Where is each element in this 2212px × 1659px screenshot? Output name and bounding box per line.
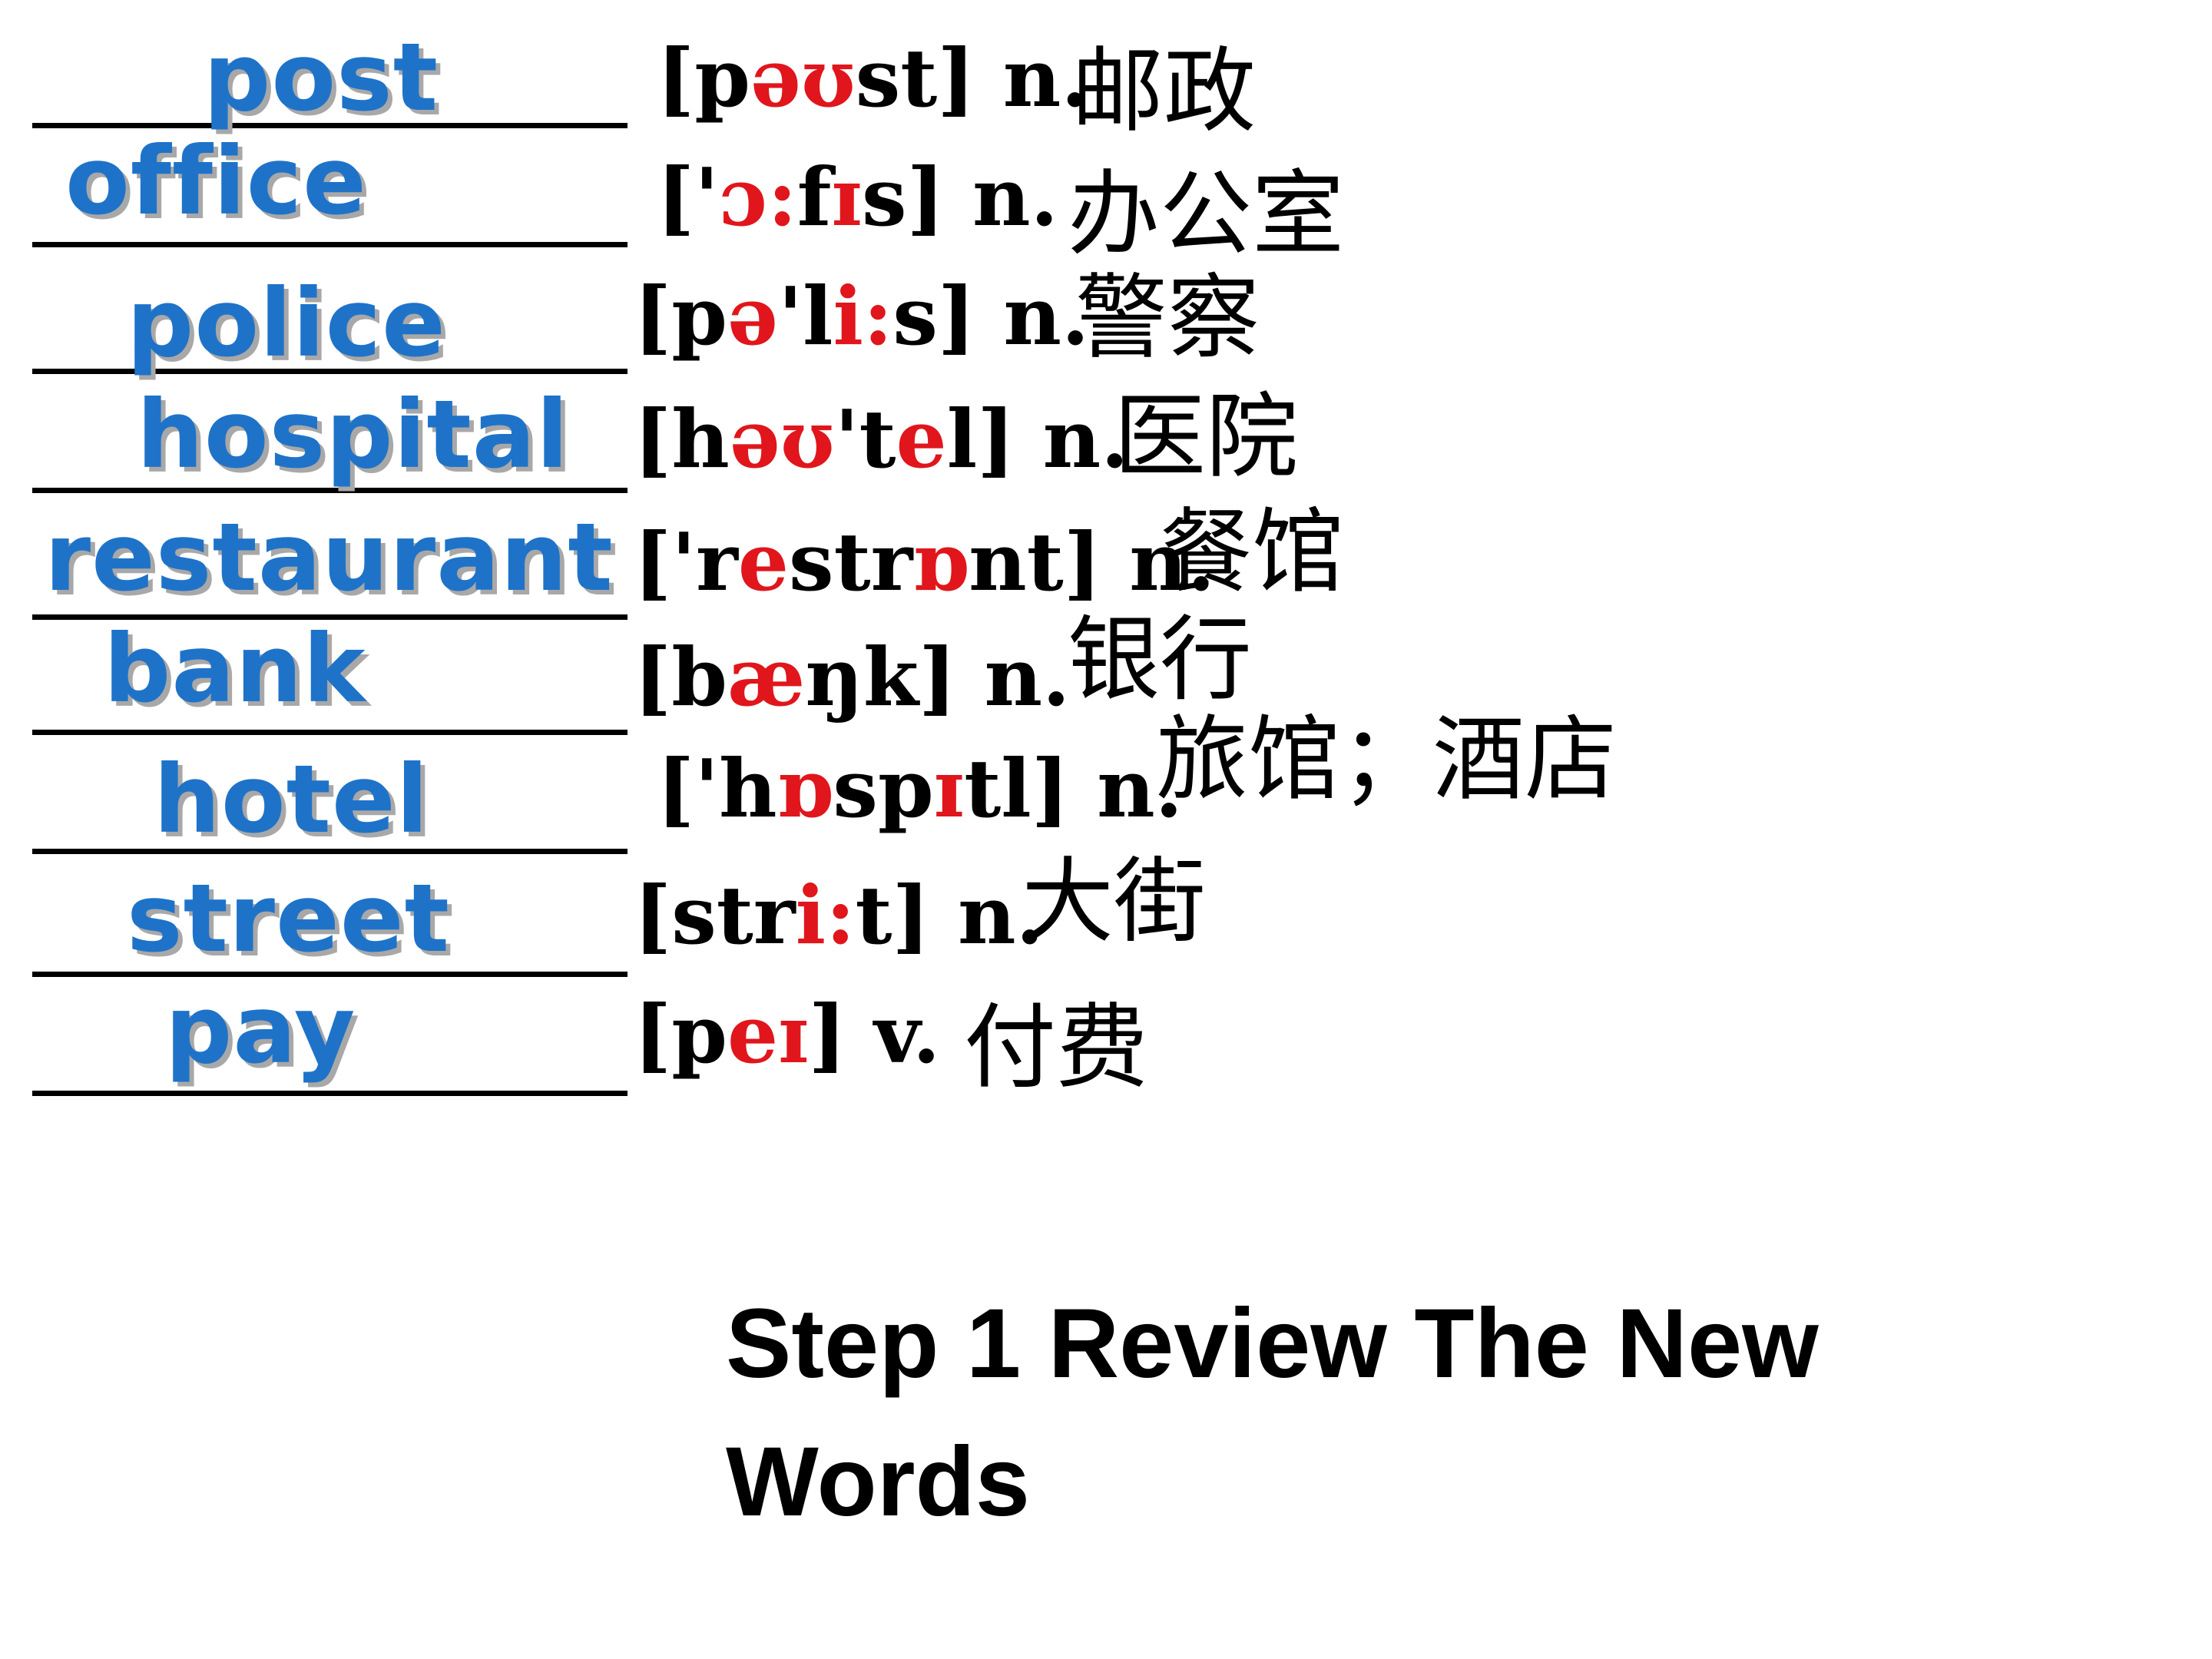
phonetic-segment: 't [834, 392, 896, 486]
phonetic-segment: str [789, 515, 913, 609]
chinese-meaning: 办公室 [1068, 161, 1344, 268]
phonetic-segment: t] n. [855, 868, 1044, 962]
answer-word: post [204, 23, 439, 132]
answer-blank-line [32, 369, 628, 374]
answer-word: hotel [154, 745, 429, 854]
phonetic-highlight: ɪ [831, 150, 863, 244]
phonetic-highlight: e [737, 515, 790, 609]
answer-blank-line [32, 849, 628, 854]
answer-word: street [127, 864, 450, 973]
phonetic-highlight: əʊ [750, 31, 856, 125]
phonetic-segment: [h [634, 392, 730, 486]
chinese-meaning: 邮政 [1071, 38, 1256, 145]
phonetic-segment: nt] n. [969, 515, 1216, 609]
phonetic-segment: [p [634, 987, 727, 1081]
phonetic-segment: ] v. [808, 987, 941, 1081]
vocab-row: restaurant['restrɒnt] n.餐馆 [0, 492, 2212, 620]
phonetic-segment: s] n. [892, 269, 1090, 363]
chinese-meaning: 餐馆 [1160, 499, 1344, 606]
answer-blank-line [32, 123, 628, 128]
phonetic-segment: l] n. [946, 392, 1129, 486]
phonetic-highlight: ɔ: [719, 150, 797, 244]
phonetic-transcription: [pəʊst] n. [657, 38, 1089, 118]
phonetic-segment: [p [657, 31, 750, 125]
phonetic-transcription: ['restrɒnt] n. [634, 522, 1215, 602]
vocab-row: hotel['hɒspɪtl] n.旅馆；酒店 [0, 714, 2212, 854]
phonetic-highlight: ɒ [912, 515, 969, 609]
vocab-row: pay[peɪ] v.付费 [0, 968, 2212, 1096]
vocab-row: bank [bæŋk] n.银行 [0, 607, 2212, 735]
answer-blank-line [32, 730, 628, 735]
phonetic-transcription: [bæŋk] n. [634, 637, 1070, 717]
answer-blank-line [32, 972, 628, 977]
phonetic-highlight: i: [833, 269, 893, 363]
phonetic-transcription: [həʊ'tel] n. [634, 399, 1128, 479]
phonetic-highlight: ə [727, 269, 779, 363]
phonetic-segment: tl] n. [964, 741, 1183, 836]
answer-word: restaurant [45, 503, 614, 612]
vocab-row: post[pəʊst] n.邮政 [0, 0, 2212, 138]
answer-word: bank [104, 614, 366, 724]
phonetic-highlight: eɪ [727, 987, 809, 1081]
chinese-meaning: 银行 [1068, 607, 1252, 714]
phonetic-highlight: e [896, 392, 947, 486]
answer-word: office [65, 127, 367, 236]
phonetic-segment: sp [833, 741, 934, 836]
phonetic-segment: f [796, 150, 832, 244]
answer-word: police [127, 269, 446, 378]
phonetic-segment: ŋk] n. [805, 630, 1071, 724]
phonetic-segment: 'l [778, 269, 833, 363]
vocab-row: hospital [həʊ'tel] n.医院 [0, 365, 2212, 493]
chinese-meaning: 旅馆；酒店 [1156, 707, 1617, 813]
phonetic-highlight: æ [727, 630, 806, 724]
vocab-row: police[pə'li:s] n.警察 [0, 246, 2212, 374]
answer-word: pay [165, 975, 356, 1084]
vocab-row: street [stri:t] n.大街 [0, 849, 2212, 977]
phonetic-segment: [str [634, 868, 796, 962]
phonetic-segment: [b [634, 630, 727, 724]
chinese-meaning: 付费 [964, 995, 1148, 1101]
phonetic-transcription: ['ɔ:fɪs] n. [657, 157, 1058, 237]
vocab-row: office['ɔ:fɪs] n.办公室 [0, 119, 2212, 261]
phonetic-segment: ['h [657, 741, 777, 836]
chinese-meaning: 警察 [1075, 265, 1260, 372]
phonetic-transcription: [pə'li:s] n. [634, 276, 1089, 356]
answer-blank-line [32, 1091, 628, 1096]
phonetic-transcription: [stri:t] n. [634, 876, 1044, 955]
phonetic-transcription: [peɪ] v. [634, 995, 940, 1075]
chinese-meaning: 医院 [1114, 384, 1298, 491]
phonetic-segment: ['r [634, 515, 738, 609]
phonetic-highlight: əʊ [729, 392, 835, 486]
answer-blank-line [32, 242, 628, 247]
phonetic-highlight: i: [795, 868, 856, 962]
answer-word: hospital [137, 380, 569, 489]
phonetic-highlight: ɒ [777, 741, 833, 836]
phonetic-segment: s] n. [862, 150, 1058, 244]
phonetic-segment: st] n. [855, 31, 1089, 125]
answer-blank-line [32, 614, 628, 620]
chinese-meaning: 大街 [1022, 849, 1206, 955]
phonetic-highlight: ɪ [933, 741, 965, 836]
answer-blank-line [32, 488, 628, 493]
phonetic-segment: [p [634, 269, 727, 363]
phonetic-transcription: ['hɒspɪtl] n. [657, 749, 1183, 829]
step-title: Step 1 Review The New Words [726, 1289, 1819, 1537]
phonetic-segment: [' [657, 150, 720, 244]
